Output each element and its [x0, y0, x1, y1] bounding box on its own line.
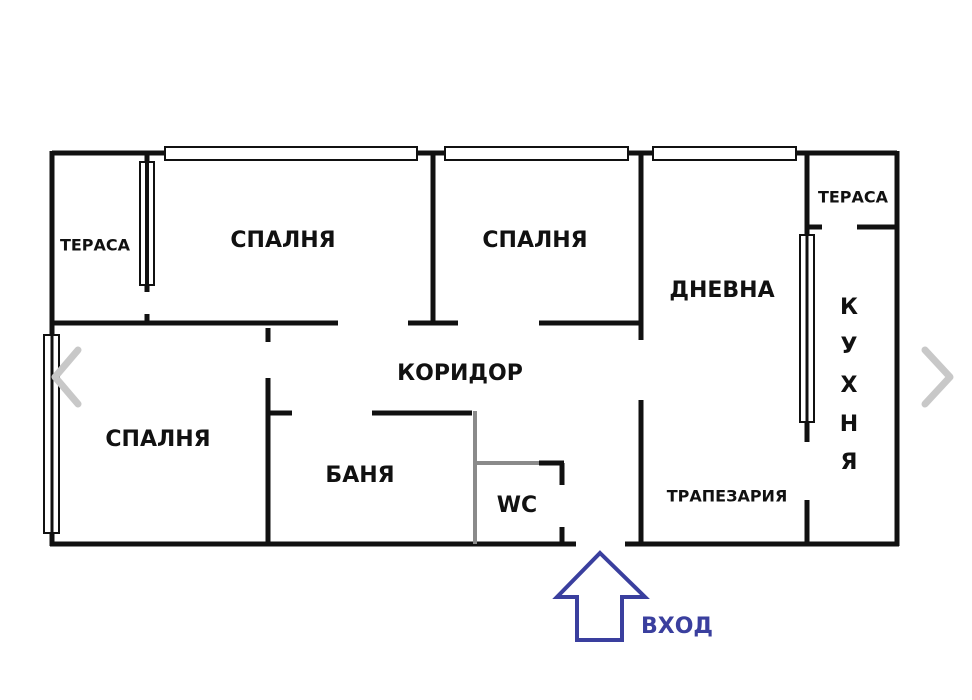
room-label-terrace-right: ТЕРАСА [818, 188, 889, 207]
entrance-label: ВХОД [641, 614, 713, 639]
room-label-kitchen: К У Х Н Я [840, 295, 858, 475]
room-label-bathroom: БАНЯ [325, 463, 394, 488]
room-label-wc: WC [497, 493, 537, 518]
chevron-left-icon[interactable] [51, 346, 82, 408]
kitchen-letter: Х [841, 373, 858, 398]
kitchen-letter: У [841, 334, 858, 359]
kitchen-letter: Н [840, 412, 858, 437]
room-label-living: ДНЕВНА [669, 278, 774, 303]
room-label-bedroom-2: СПАЛНЯ [482, 228, 587, 253]
room-label-terrace-left: ТЕРАСА [60, 236, 131, 255]
kitchen-letter: Я [841, 450, 858, 475]
room-label-dining: ТРАПЕЗАРИЯ [667, 487, 788, 506]
room-label-bedroom-1: СПАЛНЯ [230, 228, 335, 253]
chevron-right-icon[interactable] [921, 346, 954, 408]
entrance-arrow-icon [552, 550, 650, 642]
room-label-corridor: КОРИДОР [397, 361, 523, 386]
kitchen-letter: К [840, 295, 858, 320]
room-label-bedroom-3: СПАЛНЯ [105, 427, 210, 452]
windows [43, 146, 815, 534]
